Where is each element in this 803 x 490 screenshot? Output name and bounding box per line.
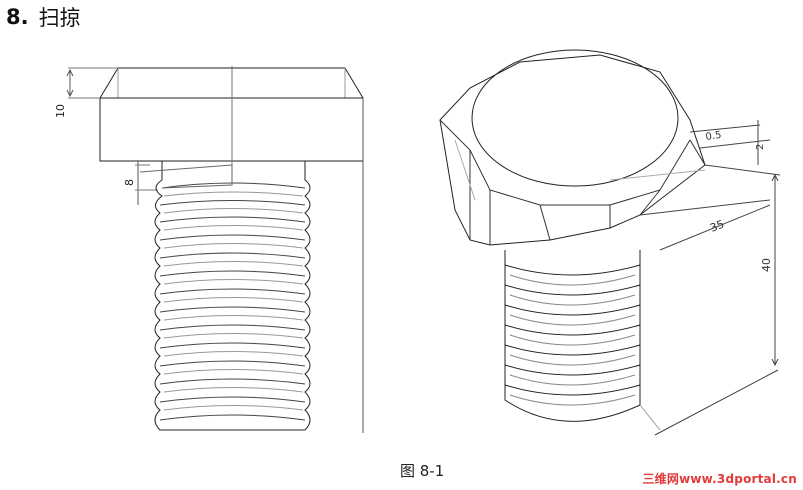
dim-text-head-height: 10 — [54, 104, 67, 118]
right-isometric-view — [439, 49, 781, 436]
watermark: 三维网www.3dportal.cn — [642, 472, 797, 486]
dim-text-chamfer-depth: 2 — [755, 144, 766, 150]
dim-text-chamfer: 0.5 — [705, 130, 722, 143]
thread-body — [154, 161, 311, 431]
dim-text-width: 35 — [708, 217, 726, 234]
dimension-lines — [639, 120, 781, 436]
dim-text-thread: 8 — [123, 179, 136, 186]
section-title: 扫掠 — [38, 6, 81, 30]
thread-crests — [159, 182, 306, 421]
dim-text-length: 40 — [760, 258, 773, 272]
figure-caption: 图 8-1 — [400, 462, 445, 480]
section-number: 8. — [6, 5, 29, 29]
thread-cylinder — [504, 250, 641, 422]
figure-drawing: 10 8 — [54, 49, 781, 436]
hex-head-outline — [439, 54, 706, 246]
section-heading: 8. 扫掠 — [6, 2, 81, 32]
left-front-view — [66, 66, 364, 433]
head-top-dome — [471, 49, 679, 187]
thread-roots — [163, 191, 304, 411]
